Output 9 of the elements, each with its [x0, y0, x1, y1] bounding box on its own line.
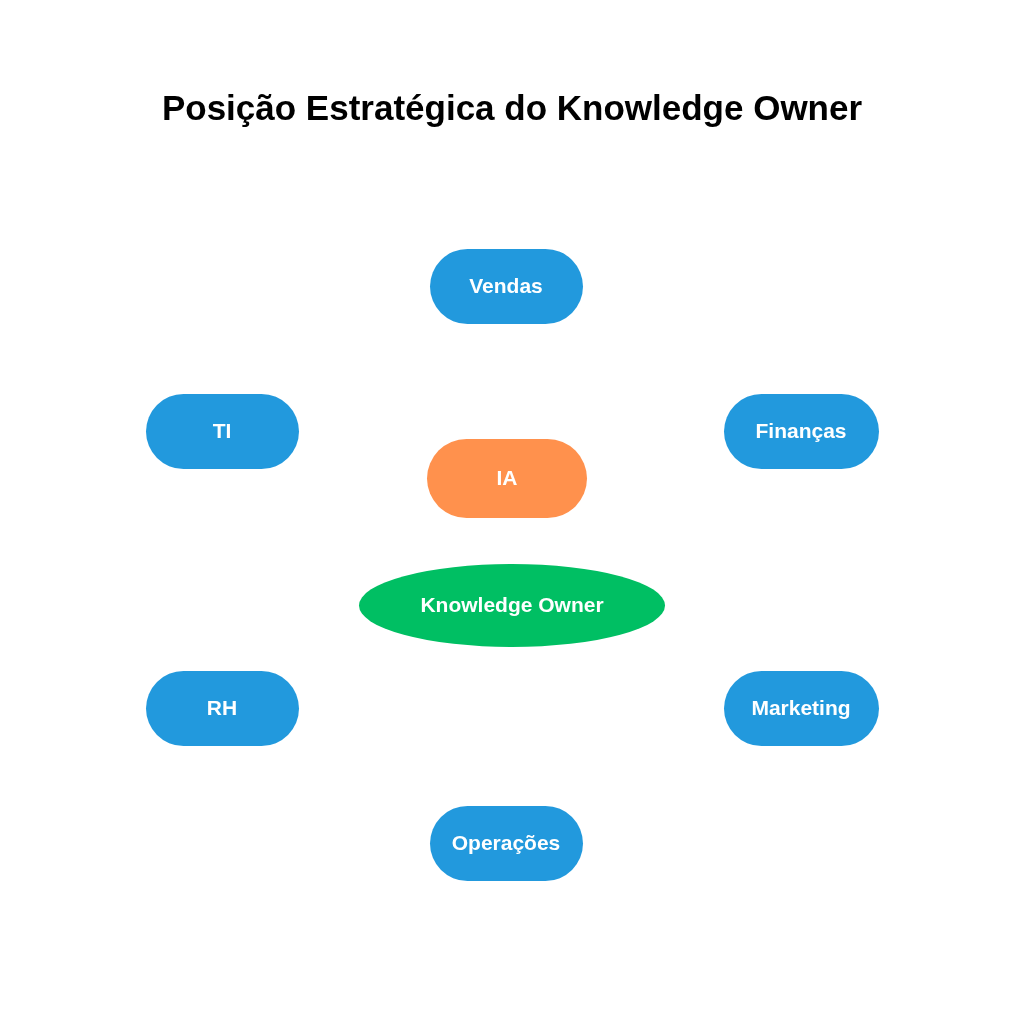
node-label: IA [496, 466, 518, 490]
node-label: Vendas [469, 274, 543, 298]
node-label: Finanças [755, 419, 847, 443]
node-label: RH [206, 696, 238, 720]
node-label: TI [212, 419, 232, 443]
node-label: Knowledge Owner [420, 593, 604, 617]
node-label: Marketing [751, 696, 851, 720]
node-label: Operações [451, 831, 561, 855]
diagram-title: Posição Estratégica do Knowledge Owner [161, 88, 863, 128]
